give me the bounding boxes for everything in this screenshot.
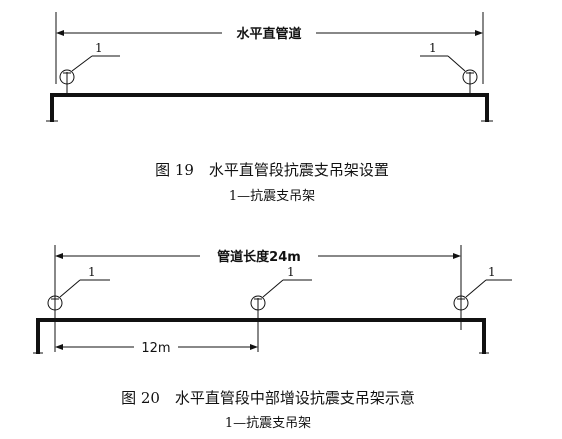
arrow-left-icon (55, 344, 63, 350)
figure-caption: 图 19 水平直管段抗震支吊架设置 (155, 161, 389, 179)
hanger-number: 1 (429, 41, 437, 55)
hanger-number: 1 (88, 265, 96, 279)
spacing-label: 12m (141, 341, 170, 356)
arrow-left-icon (56, 30, 64, 36)
hanger-symbol-middle (250, 279, 312, 318)
figure-caption: 图 20 水平直管段中部增设抗震支吊架示意 (121, 389, 415, 407)
figure-legend: 1—抗震支吊架 (225, 416, 311, 431)
figure-legend: 1—抗震支吊架 (229, 189, 315, 204)
pipe (36, 318, 486, 354)
figure-19: 水平直管道 1 1 图 19 水平直管段抗震支吊架设置 1—抗震支吊架 (46, 12, 493, 204)
arrow-right-icon (453, 253, 461, 259)
pipe (50, 93, 489, 122)
span-label: 水平直管道 (236, 26, 301, 42)
arrow-right-icon (475, 30, 483, 36)
hanger-number: 1 (488, 265, 496, 279)
hanger-symbol-right (420, 55, 478, 93)
hanger-symbol-right (453, 279, 512, 318)
hanger-number: 1 (95, 41, 103, 55)
hanger-number: 1 (287, 265, 295, 279)
hanger-symbol-left (59, 55, 120, 93)
pipe-length-label: 管道长度24m (217, 249, 301, 265)
figure-20: 管道长度24m 1 1 1 (33, 245, 512, 431)
arrow-left-icon (55, 253, 63, 259)
hanger-symbol-left (47, 279, 110, 318)
arrow-right-icon (250, 344, 258, 350)
